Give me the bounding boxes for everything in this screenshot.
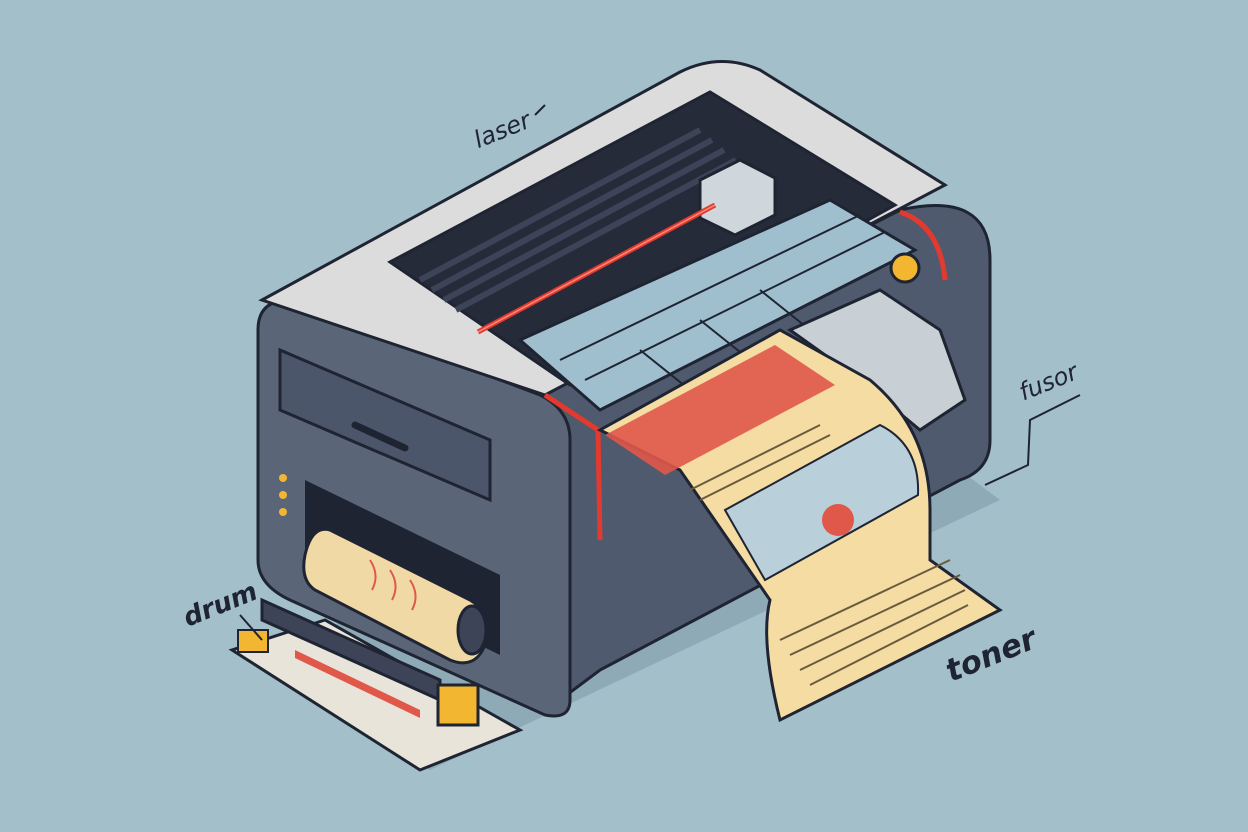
fuser-gear [889,252,921,284]
leader-fusor [984,394,1081,486]
toner-ribs [418,127,738,313]
yellow-clip-left [237,629,269,653]
laser-module [698,158,777,237]
drum-roller [302,527,490,665]
paper-text-lines [689,424,969,686]
front-handle [351,421,409,452]
red-trim-right [899,209,948,281]
mechanism-grid [559,214,886,391]
print-seal [822,504,854,536]
inner-mechanism [517,198,919,412]
front-led-1 [279,474,287,482]
yellow-clip-right [436,683,480,727]
leader-laser [534,104,546,116]
printed-blue-panel [723,423,920,582]
drum-end-cap [456,604,488,656]
printed-red-area [605,345,835,475]
front-led-3 [279,508,287,516]
leader-drum [239,614,263,641]
drum-red-marks [369,559,417,611]
cartridge-red-bar [295,650,420,718]
front-slot [278,347,492,503]
front-led-2 [279,491,287,499]
